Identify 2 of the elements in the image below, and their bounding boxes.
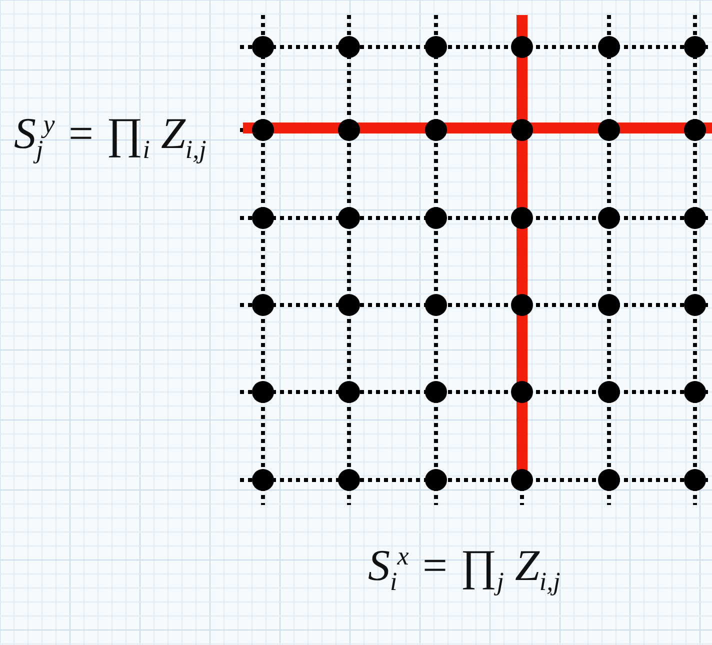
formula: S$_{j}$$^{y}$ = ∏$_{i}$ Z$_{i,j}$ xyxy=(14,108,206,165)
formula: S$_{i}$$^{x}$ = ∏$_{j}$ Z$_{i,j}$ xyxy=(368,540,560,597)
